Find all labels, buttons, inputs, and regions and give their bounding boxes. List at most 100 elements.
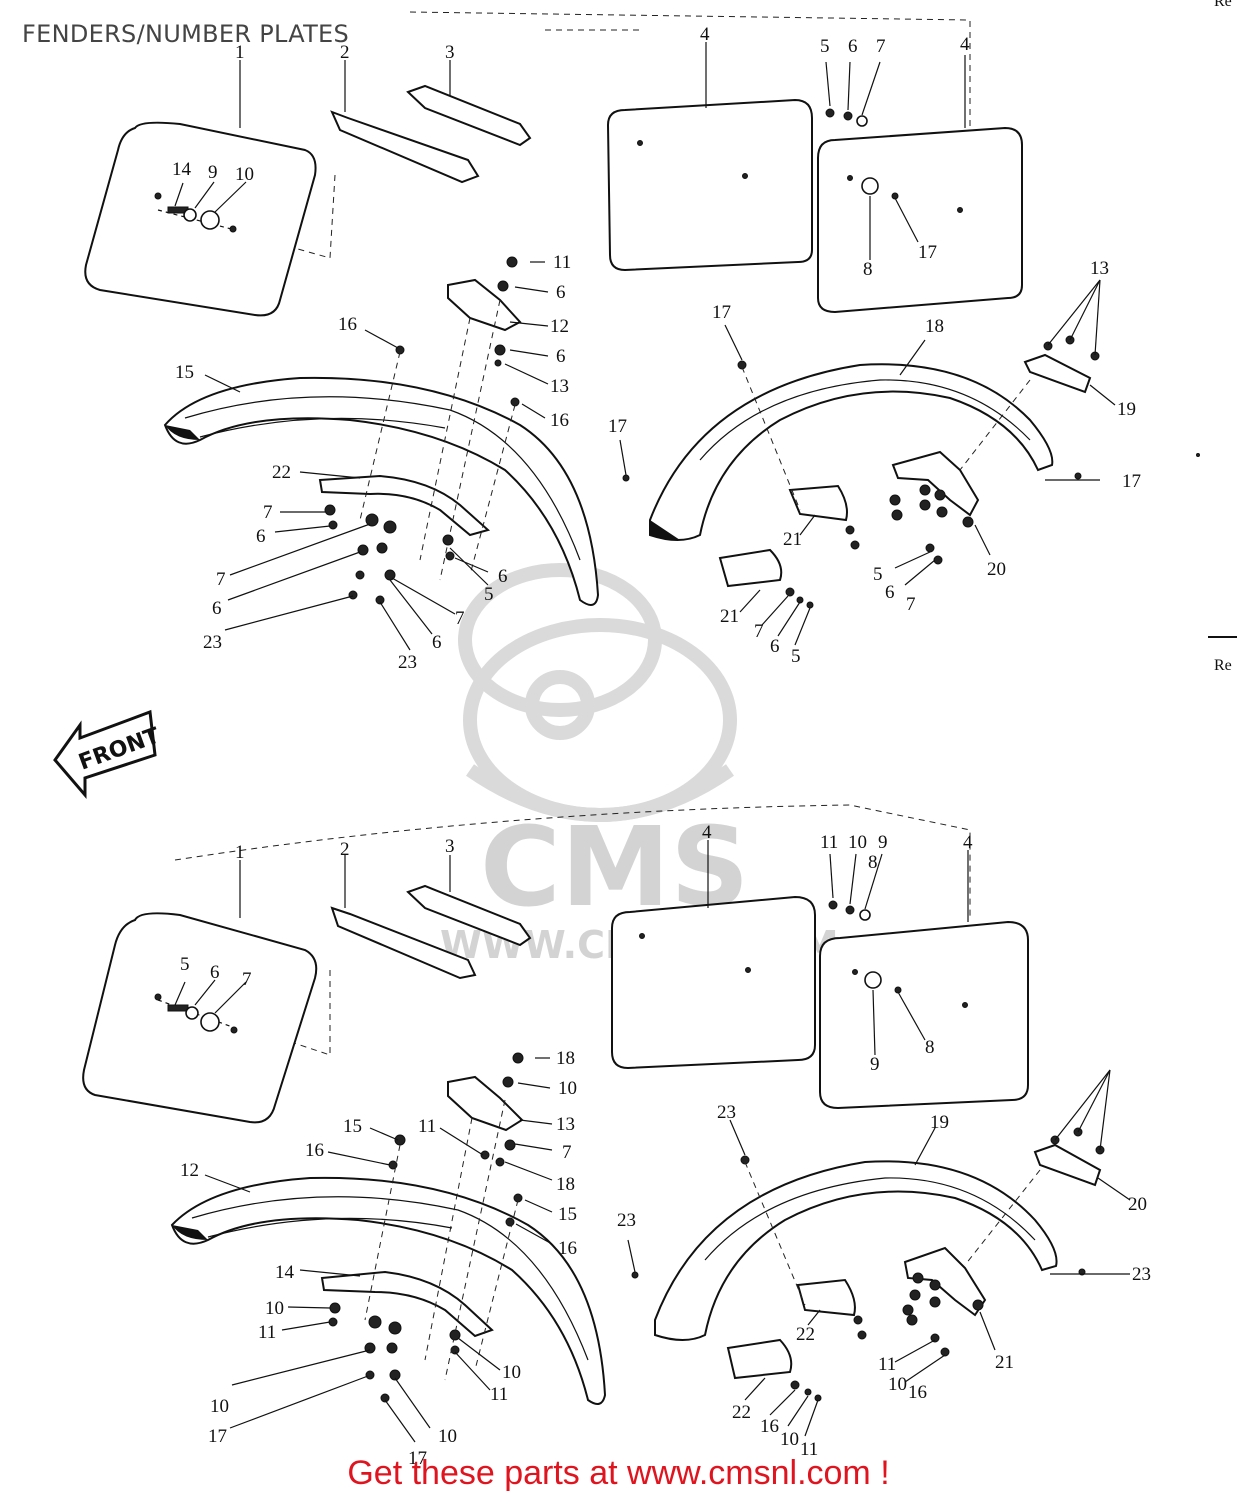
callout: 10 xyxy=(848,832,867,853)
callout: 5 xyxy=(791,646,801,667)
lower-hardware xyxy=(328,1052,1105,1403)
upper-hardware xyxy=(324,256,1100,609)
cross-tube-3 xyxy=(406,84,532,147)
bracket-20 xyxy=(891,450,980,517)
callout: 13 xyxy=(1090,258,1109,279)
callout: 11 xyxy=(878,1354,896,1375)
upper-diagram: 1 2 3 4 5 6 7 4 14 9 10 8 17 11 6 12 6 1… xyxy=(84,11,1141,673)
callout: 10 xyxy=(235,164,254,185)
callout: 10 xyxy=(438,1426,457,1447)
lower-callouts: 1 2 3 4 11 10 9 4 5 6 7 9 8 18 10 13 7 1… xyxy=(180,822,1151,1469)
bracket-19 xyxy=(1023,353,1092,394)
callout: 2 xyxy=(340,42,350,63)
callout: 12 xyxy=(180,1160,199,1181)
page-title: FENDERS/NUMBER PLATES xyxy=(22,20,350,48)
edge-label-mid: Re xyxy=(1214,657,1232,674)
callout: 9 xyxy=(878,832,888,853)
callout: 9 xyxy=(208,162,218,183)
callout: 10 xyxy=(780,1429,799,1450)
callout: 20 xyxy=(1128,1194,1147,1215)
callout: 16 xyxy=(338,314,357,335)
callout: 6 xyxy=(210,962,220,983)
number-plate-left-lower xyxy=(82,912,318,1124)
rear-fender-lower xyxy=(654,1160,1058,1341)
callout: 10 xyxy=(210,1396,229,1417)
right-edge-fragments: Re Re xyxy=(1196,0,1237,674)
callout: 5 xyxy=(820,36,830,57)
front-fender-lower xyxy=(170,1176,607,1405)
callout: 17 xyxy=(208,1426,227,1447)
fender-stay-22 xyxy=(318,474,491,537)
callout: 5 xyxy=(484,584,494,605)
callout: 1 xyxy=(235,42,245,63)
footer-link[interactable]: Get these parts at www.cmsnl.com ! xyxy=(347,1454,890,1492)
callout: 7 xyxy=(263,502,273,523)
callout: 12 xyxy=(550,316,569,337)
callout: 6 xyxy=(848,36,858,57)
callout: 22 xyxy=(272,462,291,483)
callout: 4 xyxy=(702,822,712,843)
callout: 16 xyxy=(908,1382,927,1403)
rear-fender xyxy=(649,363,1054,541)
bracket-20-lower xyxy=(1033,1143,1102,1187)
watermark-mascot-icon xyxy=(458,563,737,822)
callout: 18 xyxy=(556,1174,575,1195)
callout: 17 xyxy=(712,302,731,323)
number-plate-front-lower xyxy=(611,895,816,1070)
callout: 6 xyxy=(498,566,508,587)
callout: 15 xyxy=(558,1204,577,1225)
callout: 23 xyxy=(1132,1264,1151,1285)
callout: 3 xyxy=(445,42,455,63)
callout: 23 xyxy=(717,1102,736,1123)
callout: 2 xyxy=(340,839,350,860)
callout: 18 xyxy=(556,1048,575,1069)
callout: 11 xyxy=(800,1439,818,1460)
callout: 18 xyxy=(925,316,944,337)
callout: 17 xyxy=(408,1448,427,1469)
cross-tube-3-lower xyxy=(406,884,532,947)
upper-callouts: 1 2 3 4 5 6 7 4 14 9 10 8 17 11 6 12 6 1… xyxy=(172,24,1141,673)
callout: 3 xyxy=(445,836,455,857)
callout: 17 xyxy=(608,416,627,437)
front-fender xyxy=(163,376,600,606)
callout: 13 xyxy=(550,376,569,397)
callout: 21 xyxy=(720,606,739,627)
callout: 16 xyxy=(760,1416,779,1437)
callout: 16 xyxy=(558,1238,577,1259)
callout: 23 xyxy=(617,1210,636,1231)
callout: 11 xyxy=(418,1116,436,1137)
number-plate-rear xyxy=(817,126,1023,314)
callout: 4 xyxy=(963,832,973,853)
callout: 8 xyxy=(863,259,873,280)
callout: 22 xyxy=(732,1402,751,1423)
mount-plate-21b xyxy=(718,548,783,588)
lower-leaders xyxy=(174,853,1131,1443)
callout: 7 xyxy=(216,569,226,590)
callout: 21 xyxy=(995,1352,1014,1373)
callout: 15 xyxy=(343,1116,362,1137)
bracket-2-lower xyxy=(330,906,477,980)
number-plate-front xyxy=(606,98,813,272)
callout: 4 xyxy=(960,34,970,55)
callout: 6 xyxy=(556,282,566,303)
callout: 6 xyxy=(212,598,222,619)
mount-plate-22a xyxy=(796,1278,856,1317)
callout: 6 xyxy=(770,636,780,657)
callout: 22 xyxy=(796,1324,815,1345)
callout: 15 xyxy=(175,362,194,383)
mount-plate-21a xyxy=(788,484,848,522)
callout: 7 xyxy=(906,594,916,615)
fender-stay-14 xyxy=(320,1270,494,1338)
callout: 21 xyxy=(783,529,802,550)
callout: 16 xyxy=(550,410,569,431)
callout: 10 xyxy=(502,1362,521,1383)
bracket-13-lower xyxy=(447,1075,524,1132)
callout: 7 xyxy=(242,969,252,990)
callout: 14 xyxy=(275,1262,295,1283)
callout: 10 xyxy=(558,1078,577,1099)
callout: 10 xyxy=(265,1298,284,1319)
callout: 17 xyxy=(1122,471,1141,492)
callout: 19 xyxy=(930,1112,949,1133)
front-arrow-icon: FRONT xyxy=(53,709,163,800)
